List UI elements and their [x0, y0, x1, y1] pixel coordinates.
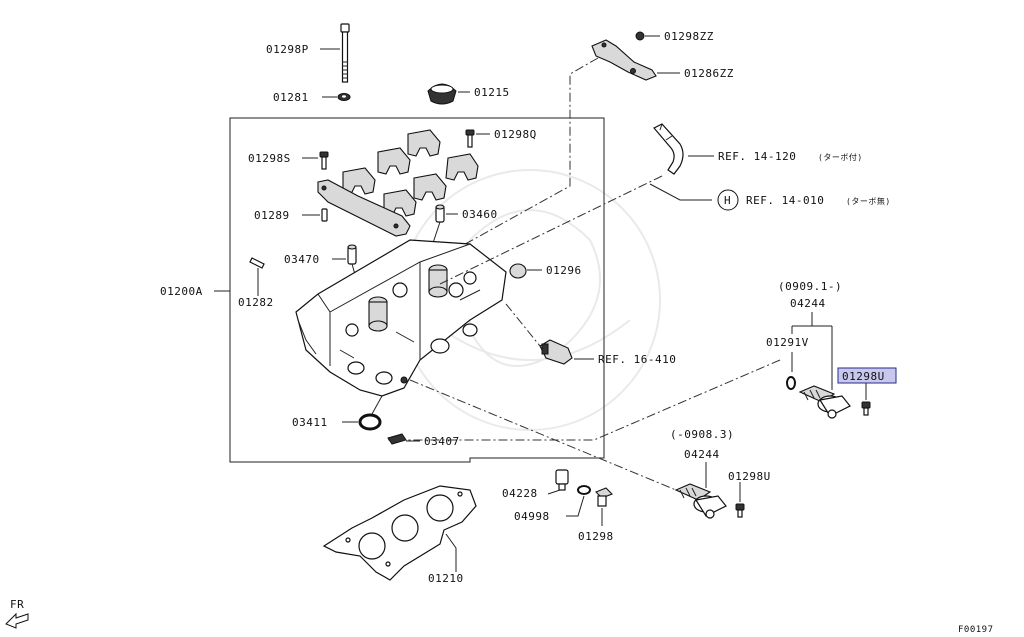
oring-01291V: [786, 376, 796, 390]
part-04228: [555, 469, 569, 491]
label-01298ZZ: 01298ZZ: [664, 30, 714, 43]
label-03411: 03411: [292, 416, 328, 429]
part-03407: [387, 433, 407, 445]
label-ref16-410: REF. 16-410: [598, 353, 676, 366]
label-date-new: (0909.1-): [778, 280, 842, 293]
callout-letter-H: H: [724, 194, 731, 207]
seal-01215: [427, 83, 457, 105]
label-01281: 01281: [273, 91, 309, 104]
bolt-01298S: [319, 151, 329, 170]
pin-01289: [321, 208, 328, 222]
label-01200A: 01200A: [160, 285, 203, 298]
bolt-01298: [595, 487, 613, 507]
label-03470: 03470: [284, 253, 320, 266]
label-01298U-highlighted[interactable]: 01298U: [842, 370, 885, 383]
note-ref14-120: (ターボ付): [818, 152, 863, 162]
bolt-01298ZZ: [635, 31, 645, 41]
label-04228: 04228: [502, 487, 538, 500]
label-01296: 01296: [546, 264, 582, 277]
part-03470: [347, 244, 357, 265]
ring-03411: [358, 413, 382, 431]
bolt-01298U-old: [735, 503, 745, 518]
sensor-ref16-410: [539, 339, 573, 365]
label-01282: 01282: [238, 296, 274, 309]
label-date-old: (-0908.3): [670, 428, 734, 441]
label-ref14-010: REF. 14-010: [746, 194, 824, 207]
label-fr: FR: [10, 598, 24, 611]
plug-01296: [509, 263, 527, 279]
label-01298: 01298: [578, 530, 614, 543]
note-ref14-010: (ターボ無): [846, 196, 891, 206]
label-04998: 04998: [514, 510, 550, 523]
label-01289: 01289: [254, 209, 290, 222]
label-01215: 01215: [474, 86, 510, 99]
bolt-01298U-new: [861, 401, 871, 416]
gasket-01210: [322, 485, 477, 581]
label-ref14-120: REF. 14-120: [718, 150, 796, 163]
washer-04998: [577, 485, 591, 495]
hose-ref14-120: [653, 123, 684, 175]
cam-caps: [317, 129, 479, 237]
label-01291V: 01291V: [766, 336, 809, 349]
label-04244-top: 04244: [790, 297, 826, 310]
cylinder-head: [295, 239, 507, 397]
part-03460: [435, 204, 445, 223]
label-01298P: 01298P: [266, 43, 309, 56]
label-01286ZZ: 01286ZZ: [684, 67, 734, 80]
fr-arrow-icon: [5, 612, 29, 629]
label-01298U: 01298U: [728, 470, 771, 483]
label-01298S: 01298S: [248, 152, 291, 165]
stud-01282: [249, 257, 265, 269]
bracket-01286ZZ: [591, 39, 657, 81]
figure-code: F00197: [958, 625, 994, 635]
label-01298Q: 01298Q: [494, 128, 537, 141]
bolt-01298P: [340, 23, 350, 83]
highlight-01298U[interactable]: [837, 367, 897, 384]
label-03407: 03407: [424, 435, 460, 448]
label-01210: 01210: [428, 572, 464, 585]
ocv-04244-old: [674, 483, 727, 519]
callout-circle-H: [717, 189, 739, 211]
label-04244-bot: 04244: [684, 448, 720, 461]
label-03460: 03460: [462, 208, 498, 221]
ocv-04244-new: [798, 385, 851, 419]
washer-01281: [337, 93, 351, 101]
assembly-frame: [229, 117, 605, 463]
bolt-01298Q: [465, 129, 475, 148]
